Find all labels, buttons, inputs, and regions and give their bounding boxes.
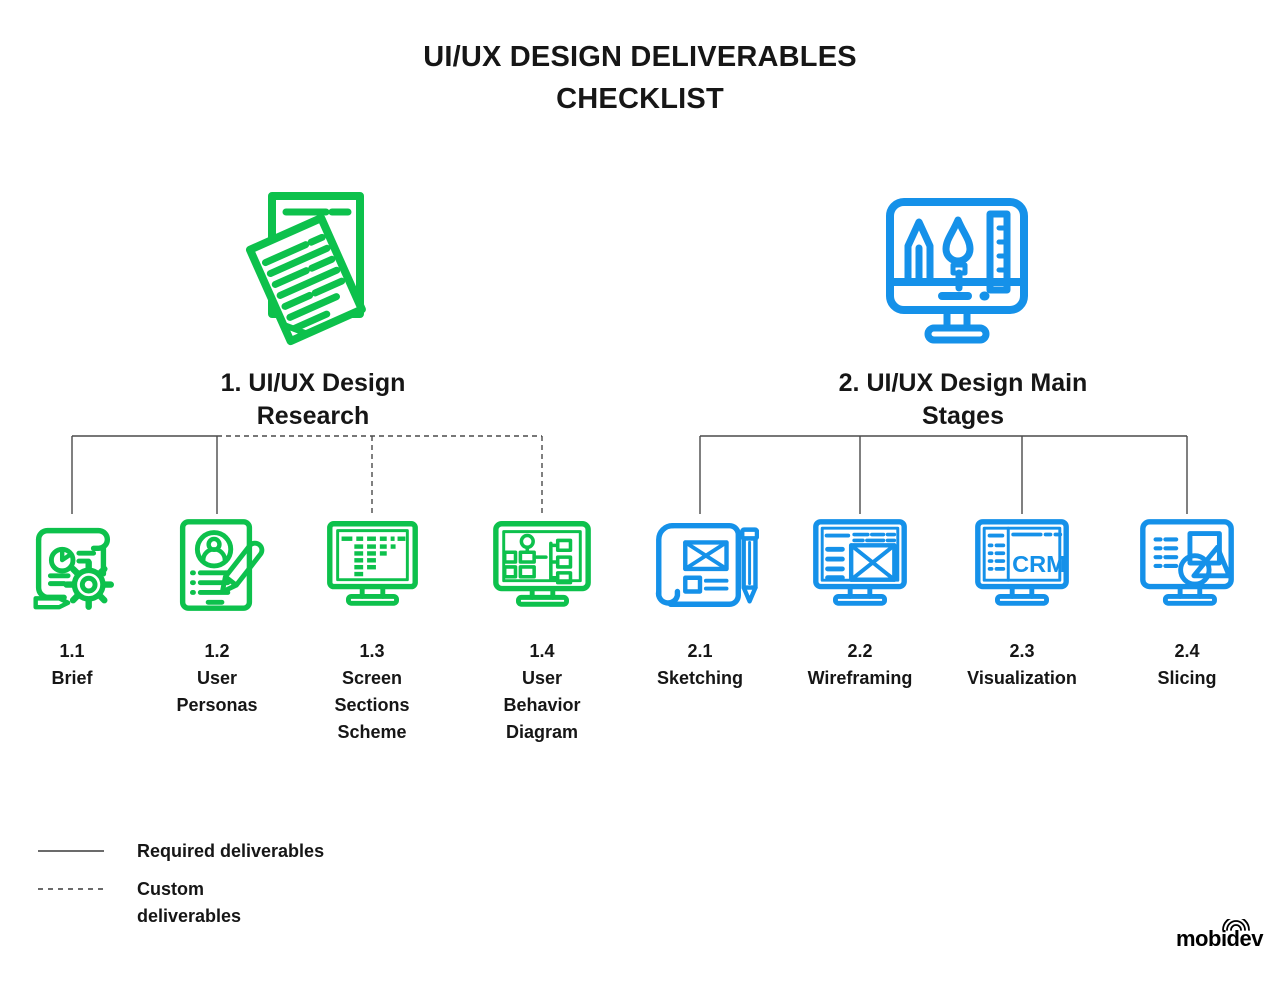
item-label: 2.2 Wireframing	[808, 638, 913, 692]
item-name: Sketching	[656, 668, 744, 688]
wireframe-monitor-icon	[813, 519, 907, 606]
brief-scroll-gear-icon	[33, 527, 114, 610]
shapes-monitor-icon	[1140, 519, 1234, 606]
stacked-documents-icon	[245, 192, 366, 346]
logo-mobidev: mobidev	[1176, 919, 1276, 966]
item-number: 1.3	[359, 641, 385, 661]
dashed-line-icon	[38, 888, 104, 890]
crm-monitor-icon: CRM	[975, 519, 1069, 606]
item-number: 1.1	[59, 641, 85, 661]
item-number: 1.4	[529, 641, 555, 661]
design-tools-monitor-icon	[886, 198, 1028, 344]
legend-required-label: Required deliverables	[137, 841, 325, 861]
item-number: 1.2	[204, 641, 230, 661]
item-wireframing: 2.2 Wireframing	[795, 510, 925, 692]
legend-required-row: Required deliverables	[38, 838, 324, 865]
item-label: 2.3 Visualization	[967, 638, 1077, 692]
item-label: 2.4 Slicing	[1157, 638, 1216, 692]
item-name: Slicing	[1157, 668, 1217, 688]
item-number: 2.3	[1009, 641, 1035, 661]
research-solid-connectors	[71, 435, 218, 514]
solid-line-icon	[38, 850, 104, 852]
item-name: Wireframing	[807, 668, 913, 688]
item-name: Brief	[51, 668, 93, 688]
crm-screen-text: CRM	[1012, 551, 1066, 577]
user-personas-document-icon	[179, 519, 265, 611]
item-label: 1.1 Brief	[51, 638, 92, 692]
item-sketching: 2.1 Sketching	[635, 510, 765, 692]
behavior-flowchart-monitor-icon	[493, 521, 591, 607]
item-brief: 1.1 Brief	[7, 510, 137, 692]
item-number: 2.4	[1174, 641, 1200, 661]
sketch-paper-pencil-icon	[655, 523, 759, 607]
screen-sections-monitor-icon	[327, 521, 418, 606]
stages-solid-connectors	[699, 435, 1188, 514]
item-slicing: 2.4 Slicing	[1122, 510, 1252, 692]
logo-signal-arcs-icon	[1222, 919, 1250, 931]
item-name: Visualization	[967, 668, 1077, 688]
item-label: 2.1 Sketching	[657, 638, 743, 692]
item-number: 2.1	[687, 641, 713, 661]
research-dashed-connectors	[217, 435, 543, 514]
item-visualization: CRM 2.3 Visualization	[957, 510, 1087, 692]
item-number: 2.2	[847, 641, 873, 661]
